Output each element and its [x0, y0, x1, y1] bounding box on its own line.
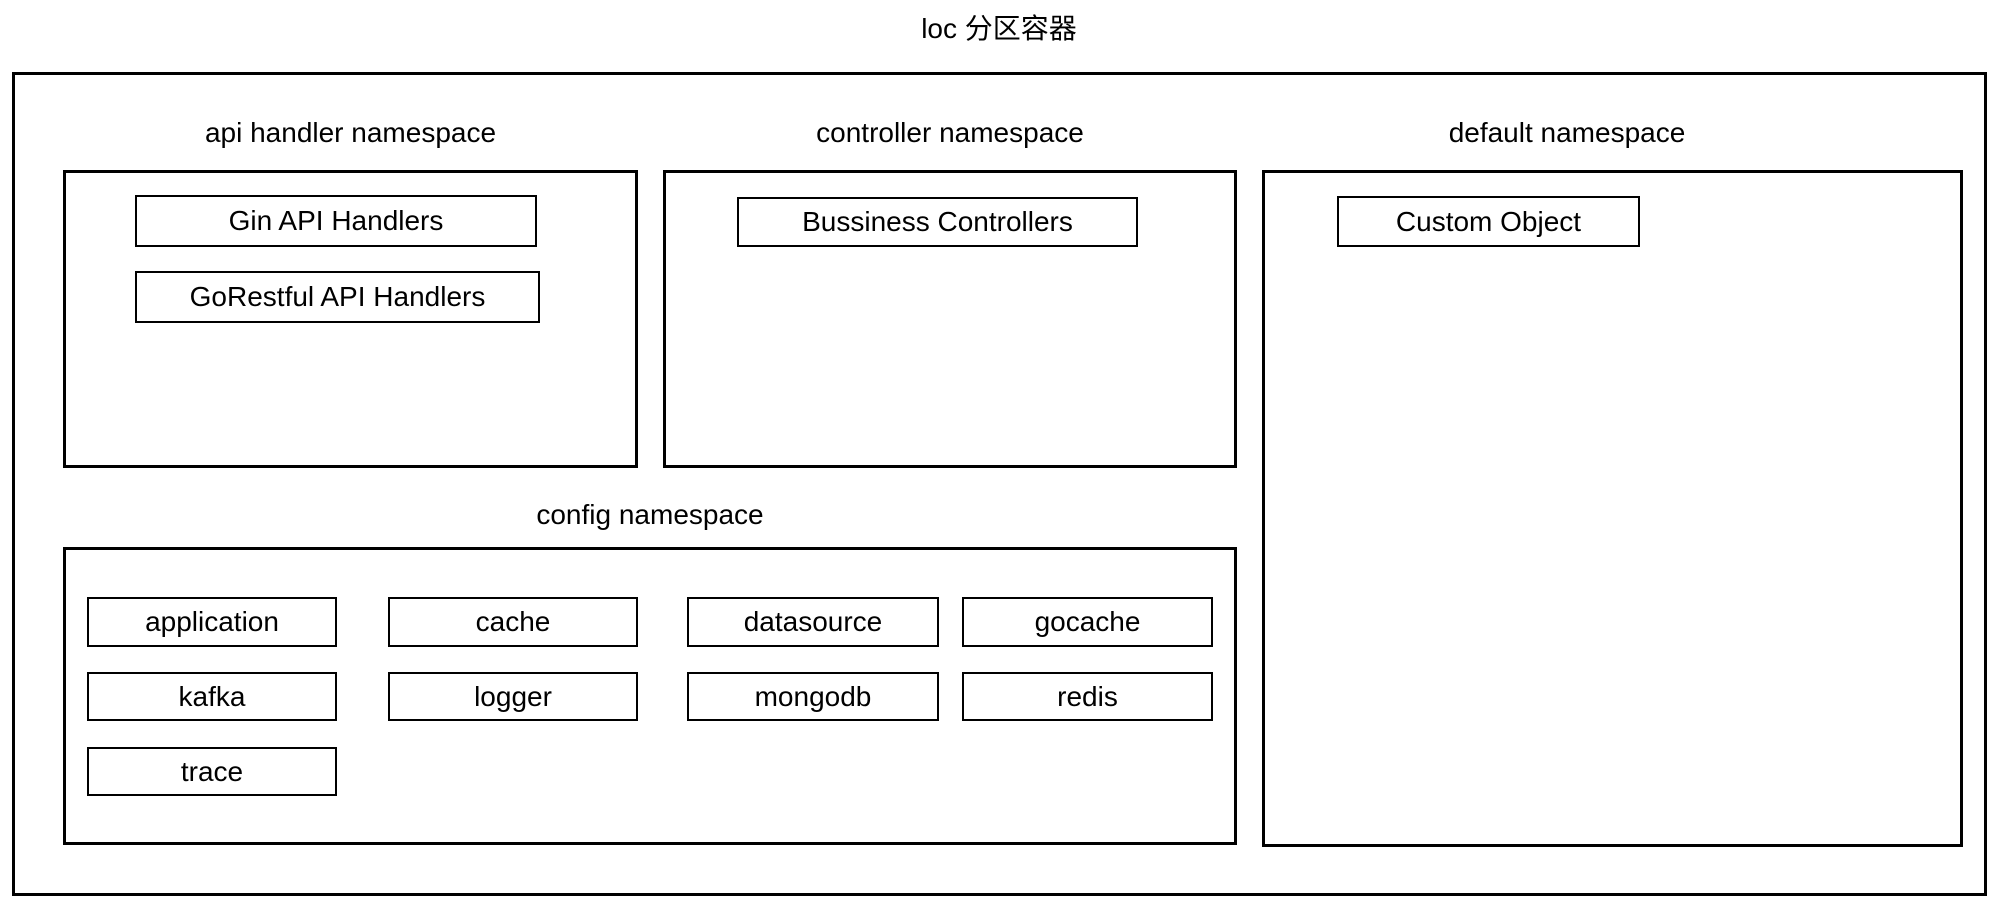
default-namespace-box: Custom Object	[1262, 170, 1963, 847]
node-logger: logger	[388, 672, 638, 721]
node-application: application	[87, 597, 337, 647]
node-kafka: kafka	[87, 672, 337, 721]
node-redis: redis	[962, 672, 1213, 721]
node-cache: cache	[388, 597, 638, 647]
node-gocache: gocache	[962, 597, 1213, 647]
node-datasource: datasource	[687, 597, 939, 647]
api-handler-namespace-label: api handler namespace	[204, 117, 497, 148]
config-namespace-label: config namespace	[536, 499, 764, 530]
diagram-title: loc 分区容器	[921, 13, 1077, 44]
node-gorestful-api-handlers: GoRestful API Handlers	[135, 271, 540, 323]
node-mongodb: mongodb	[687, 672, 939, 721]
controller-namespace-box: Bussiness Controllers	[663, 170, 1237, 468]
node-gin-api-handlers: Gin API Handlers	[135, 195, 537, 247]
api-handler-namespace-box: Gin API Handlers GoRestful API Handlers	[63, 170, 638, 468]
config-namespace-box: application cache datasource gocache kaf…	[63, 547, 1237, 845]
default-namespace-label: default namespace	[1448, 117, 1686, 148]
node-bussiness-controllers: Bussiness Controllers	[737, 197, 1138, 247]
controller-namespace-label: controller namespace	[816, 117, 1084, 148]
node-custom-object: Custom Object	[1337, 196, 1640, 247]
loc-partition-container-box: api handler namespace Gin API Handlers G…	[12, 72, 1987, 896]
node-trace: trace	[87, 747, 337, 796]
